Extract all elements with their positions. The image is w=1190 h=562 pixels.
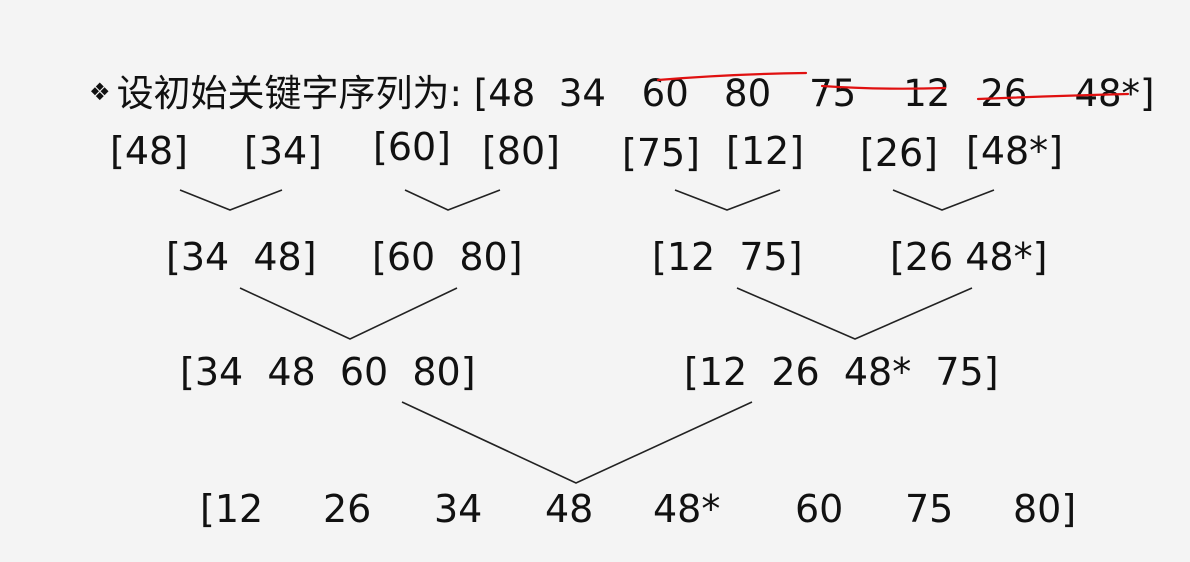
l1-item-2: [60 80] (372, 235, 523, 279)
merge-line-l2-1 (401, 401, 753, 484)
l1-item-1: [34 48] (166, 235, 317, 279)
diamond-bullet-icon: ❖ (89, 78, 111, 106)
l3-item-3: 34 (434, 487, 483, 531)
l3-item-2: 26 (323, 487, 372, 531)
l3-item-7: 75 (905, 487, 954, 531)
l2-item-2: [12 26 48* 75] (684, 350, 999, 394)
l3-item-5: 48* (653, 487, 721, 531)
l3-item-8: 80] (1013, 487, 1077, 531)
l0-item-5: [75] (622, 131, 701, 175)
red-underline-1 (656, 71, 808, 82)
l0-item-1: [48] (110, 129, 189, 173)
red-underline-3 (976, 92, 1130, 101)
l0-item-8: [48*] (966, 129, 1064, 173)
l2-item-1: [34 48 60 80] (180, 350, 476, 394)
merge-line-l0-4 (892, 189, 995, 211)
merge-line-l0-2 (404, 189, 501, 211)
l0-item-4: [80] (482, 129, 561, 173)
merge-line-l1-1 (239, 287, 458, 340)
merge-line-l0-1 (179, 189, 283, 211)
title-pair-1: 60 80 (641, 72, 772, 115)
l3-item-1: [12 (200, 487, 264, 531)
l0-item-7: [26] (860, 131, 939, 175)
title-pair-2: 75 12 (809, 72, 951, 115)
merge-line-l1-2 (736, 287, 973, 340)
l0-item-3: [60] (373, 125, 452, 169)
l0-item-2: [34] (244, 129, 323, 173)
l1-item-4: [26 48*] (890, 235, 1048, 279)
title-prefix: 设初始关键字序列为: [48 34 (116, 72, 618, 115)
l0-item-6: [12] (726, 129, 805, 173)
l3-item-6: 60 (795, 487, 844, 531)
l1-item-3: [12 75] (652, 235, 803, 279)
merge-line-l0-3 (674, 189, 781, 211)
red-underline-2 (820, 84, 947, 90)
l3-item-4: 48 (545, 487, 594, 531)
